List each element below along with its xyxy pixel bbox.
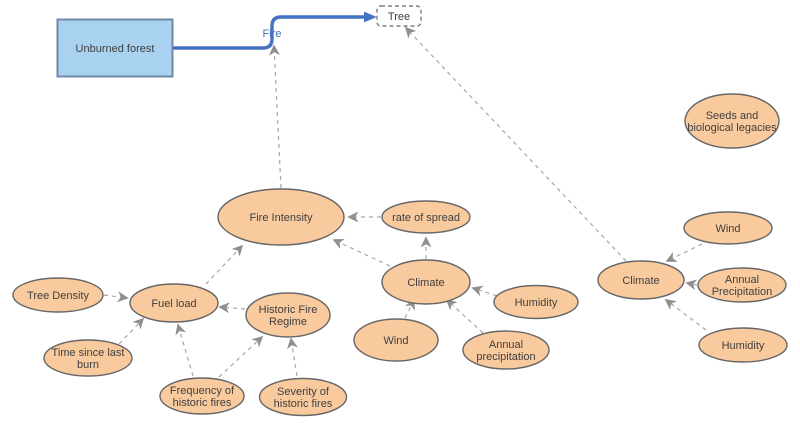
wind-right-shape[interactable] bbox=[683, 211, 773, 245]
edge-fuel-load-fire-intensity[interactable] bbox=[205, 244, 244, 285]
edge-severity-of-historic-fires-historic-fire-regime[interactable] bbox=[287, 337, 298, 377]
time-since-last-burn-shape[interactable] bbox=[43, 339, 133, 377]
node-rate-of-spread[interactable]: rate of spread bbox=[381, 200, 471, 234]
edge-tree-density-fuel-load[interactable] bbox=[103, 291, 129, 303]
fire-intensity-shape[interactable] bbox=[217, 188, 345, 246]
historic-fire-regime-shape[interactable] bbox=[245, 292, 331, 338]
edge-time-since-last-burn-fuel-load[interactable] bbox=[118, 317, 145, 345]
rate-of-spread-shape[interactable] bbox=[381, 200, 471, 234]
edge-humidity-mid-climate-mid[interactable] bbox=[471, 285, 498, 297]
node-fuel-load[interactable]: Fuel load bbox=[129, 283, 219, 323]
edge-frequency-of-historic-fires-historic-fire-regime[interactable] bbox=[218, 335, 264, 378]
climate-right-shape[interactable] bbox=[597, 260, 685, 300]
edge-climate-right-tree[interactable] bbox=[404, 26, 627, 262]
node-fire-intensity[interactable]: Fire Intensity bbox=[217, 188, 345, 246]
severity-of-historic-fires-shape[interactable] bbox=[258, 377, 348, 417]
humidity-mid-shape[interactable] bbox=[493, 284, 579, 320]
node-unburned-forest[interactable]: Unburned forest bbox=[56, 18, 174, 78]
frequency-of-historic-fires-shape[interactable] bbox=[159, 377, 245, 415]
node-wind-mid[interactable]: Wind bbox=[353, 318, 439, 362]
tree-shape[interactable] bbox=[376, 5, 422, 27]
fuel-load-shape[interactable] bbox=[129, 283, 219, 323]
edge-layer bbox=[103, 26, 707, 378]
humidity-right-shape[interactable] bbox=[698, 327, 788, 363]
node-humidity-mid[interactable]: Humidity bbox=[493, 284, 579, 320]
flow-layer: Fire bbox=[171, 11, 377, 50]
annual-precipitation-right-shape[interactable] bbox=[697, 267, 787, 303]
edge-annual-precipitation-right-climate-right[interactable] bbox=[685, 279, 698, 291]
edge-historic-fire-regime-fuel-load[interactable] bbox=[218, 302, 246, 314]
edge-humidity-right-climate-right[interactable] bbox=[664, 299, 707, 331]
edge-frequency-of-historic-fires-fuel-load[interactable] bbox=[175, 323, 194, 377]
annual-precipitation-mid-shape[interactable] bbox=[462, 330, 550, 370]
node-tree-density[interactable]: Tree Density bbox=[12, 277, 104, 313]
node-tree[interactable]: Tree bbox=[376, 5, 422, 27]
edge-annual-precipitation-mid-climate-mid[interactable] bbox=[445, 298, 484, 334]
edge-wind-right-climate-right[interactable] bbox=[665, 243, 703, 262]
climate-mid-shape[interactable] bbox=[381, 259, 471, 305]
unburned-forest-shape[interactable] bbox=[56, 18, 174, 78]
edge-climate-mid-fire-intensity[interactable] bbox=[332, 238, 391, 267]
flow-unburned-forest-tree[interactable] bbox=[171, 11, 377, 50]
node-wind-right[interactable]: Wind bbox=[683, 211, 773, 245]
node-climate-right[interactable]: Climate bbox=[597, 260, 685, 300]
edge-fire-intensity-fire-flow[interactable] bbox=[268, 44, 282, 189]
seeds-and-biological-legacies-shape[interactable] bbox=[684, 93, 780, 149]
wind-mid-shape[interactable] bbox=[353, 318, 439, 362]
tree-density-shape[interactable] bbox=[12, 277, 104, 313]
node-climate-mid[interactable]: Climate bbox=[381, 259, 471, 305]
node-humidity-right[interactable]: Humidity bbox=[698, 327, 788, 363]
